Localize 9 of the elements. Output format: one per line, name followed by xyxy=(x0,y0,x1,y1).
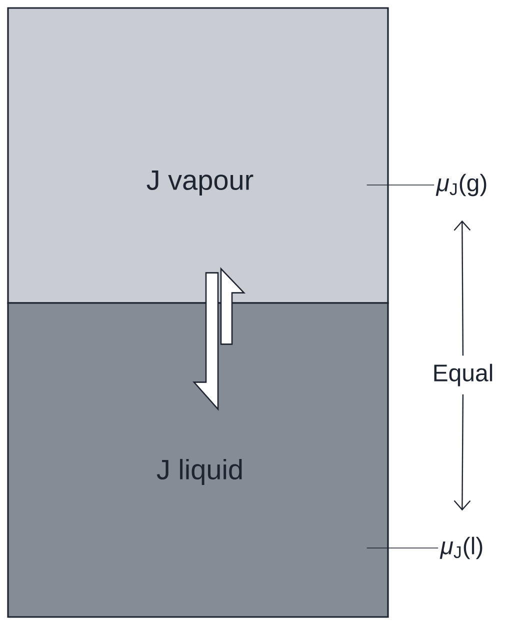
potential-label: μ$_{J}$(g) xyxy=(436,174,486,196)
arrow xyxy=(454,220,471,356)
equilibrium-arrow xyxy=(192,272,219,411)
text-label: Equal xyxy=(434,364,492,386)
phase-region: J liquid xyxy=(7,302,389,618)
arrow xyxy=(454,394,471,511)
leader-line xyxy=(366,184,434,186)
potential-label: μ$_{J}$(l) xyxy=(440,536,482,560)
phase-region: J vapour xyxy=(7,7,389,304)
